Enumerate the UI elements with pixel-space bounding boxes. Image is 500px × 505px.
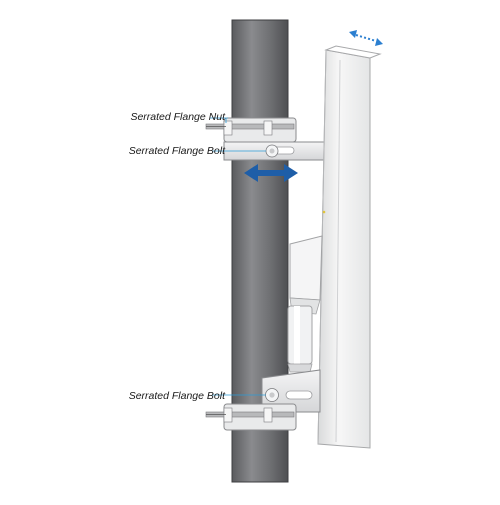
callout-serrated-flange-bolt-bottom: Serrated Flange Bolt: [128, 390, 225, 402]
top-bracket-arm: [223, 141, 327, 161]
dotted-curved-double-arrow-icon: [349, 30, 383, 46]
top-pole-clamp: [205, 117, 297, 143]
sector-antenna: [317, 45, 382, 449]
serrated-flange-nut: [223, 120, 233, 136]
connector-housing: [287, 235, 323, 373]
bottom-bracket-plate: [261, 369, 321, 413]
callout-line-nut: [210, 117, 227, 123]
bottom-pole-clamp: [205, 403, 297, 431]
double-headed-arrow-icon: [244, 164, 298, 182]
callout-serrated-flange-nut: Serrated Flange Nut: [130, 111, 225, 123]
callout-serrated-flange-bolt-top: Serrated Flange Bolt: [128, 145, 225, 157]
callout-lines: [210, 117, 266, 396]
